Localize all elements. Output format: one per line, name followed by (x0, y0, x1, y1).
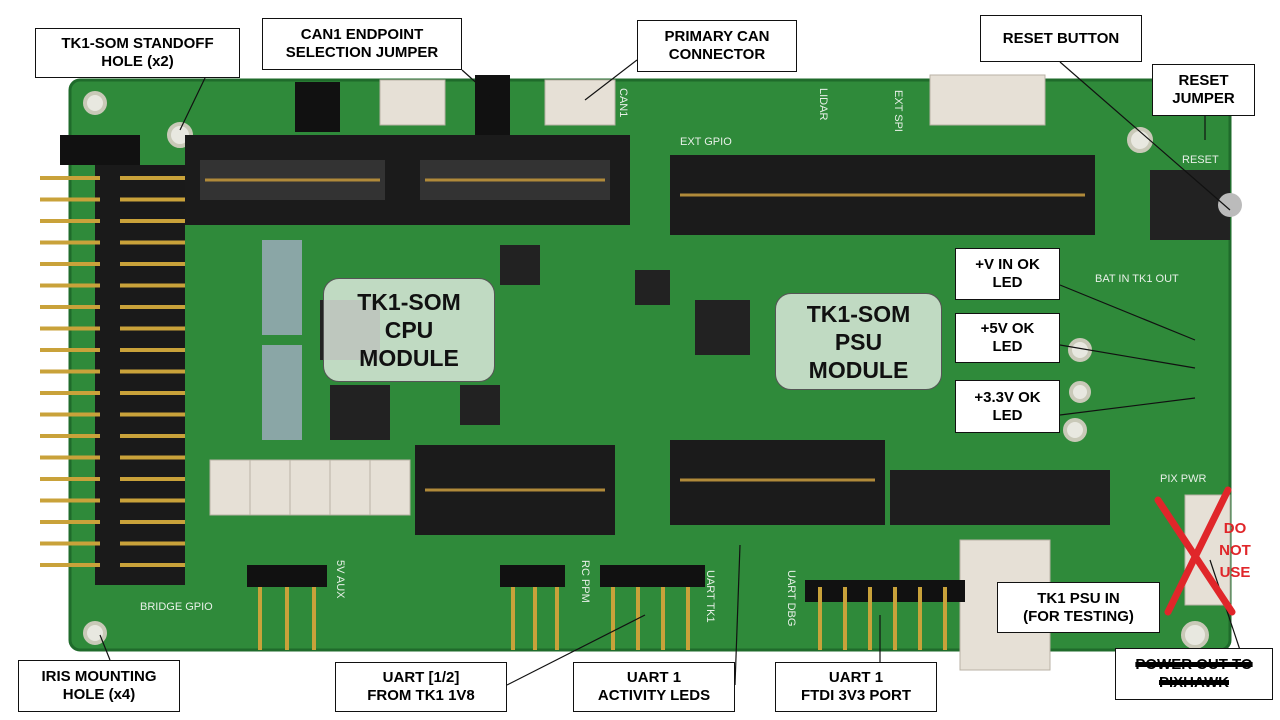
callout-3v3-led: +3.3V OK LED (955, 380, 1060, 433)
mounting-holes (83, 91, 1209, 649)
callout-primary-can: PRIMARY CAN CONNECTOR (637, 20, 797, 72)
callout-reset-jumper: RESET JUMPER (1152, 64, 1255, 116)
leader-lines (99, 59, 1241, 686)
callout-vin-led: +V IN OK LED (955, 248, 1060, 300)
red-x-mark (1154, 486, 1236, 616)
silk-ext-spi: EXT SPI (892, 90, 904, 132)
callout-can1-jumper: CAN1 ENDPOINT SELECTION JUMPER (262, 18, 462, 70)
callout-psu-in: TK1 PSU IN (FOR TESTING) (997, 582, 1160, 633)
reset-button-body (1150, 170, 1230, 240)
psu-module-label: TK1-SOM PSU MODULE (775, 293, 942, 390)
header-jumper (60, 135, 140, 165)
can1-jumper (475, 75, 510, 135)
warning-do: DO (1223, 520, 1247, 537)
do-not-use-warning: DO NOT USE (1210, 518, 1260, 584)
silk-rc-ppm: RC PPM (579, 560, 591, 603)
jumper-left (295, 82, 340, 132)
silk-can1: CAN1 (617, 88, 629, 117)
callout-reset-button: RESET BUTTON (980, 15, 1142, 62)
cpu-module-line-2: CPU (384, 317, 434, 343)
silk-uart-dbg: UART DBG (785, 570, 797, 626)
silk-ext-gpio: EXT GPIO (680, 136, 732, 148)
silk-bridge-gpio: BRIDGE GPIO (140, 601, 213, 613)
silk-reset: RESET (1182, 154, 1219, 166)
silk-lidar: LIDAR (817, 88, 829, 120)
silk-5v-aux: 5V AUX (334, 560, 346, 599)
silk-pix-pwr: PIX PWR (1160, 473, 1207, 485)
cpu-module-line-1: TK1-SOM (357, 289, 461, 315)
callout-power-out: POWER OUT TO PIXHAWK (1115, 648, 1273, 700)
callout-iris-hole: IRIS MOUNTING HOLE (x4) (18, 660, 180, 712)
callout-uart1-leds: UART 1 ACTIVITY LEDS (573, 662, 735, 712)
cpu-module-line-3: MODULE (359, 345, 459, 371)
callout-uart12: UART [1/2] FROM TK1 1V8 (335, 662, 507, 712)
psu-module-line-3: MODULE (808, 356, 909, 383)
psu-module-line-2: PSU (834, 328, 883, 355)
cpu-module-label: TK1-SOM CPU MODULE (323, 278, 495, 382)
silk-uart-tk1: UART TK1 (704, 570, 716, 623)
silk-bat-in: BAT IN TK1 OUT (1095, 273, 1179, 285)
callout-uart1-ftdi: UART 1 FTDI 3V3 PORT (775, 662, 937, 712)
psu-module-line-1: TK1-SOM (806, 300, 911, 327)
callout-5v-led: +5V OK LED (955, 313, 1060, 363)
warning-use: USE (1219, 564, 1251, 581)
callout-standoff-hole: TK1-SOM STANDOFF HOLE (x2) (35, 28, 240, 78)
bottom-headers (247, 565, 965, 602)
psu-connector-bottom (670, 440, 885, 525)
warning-not: NOT (1219, 542, 1251, 559)
left-pin-header (95, 165, 185, 585)
